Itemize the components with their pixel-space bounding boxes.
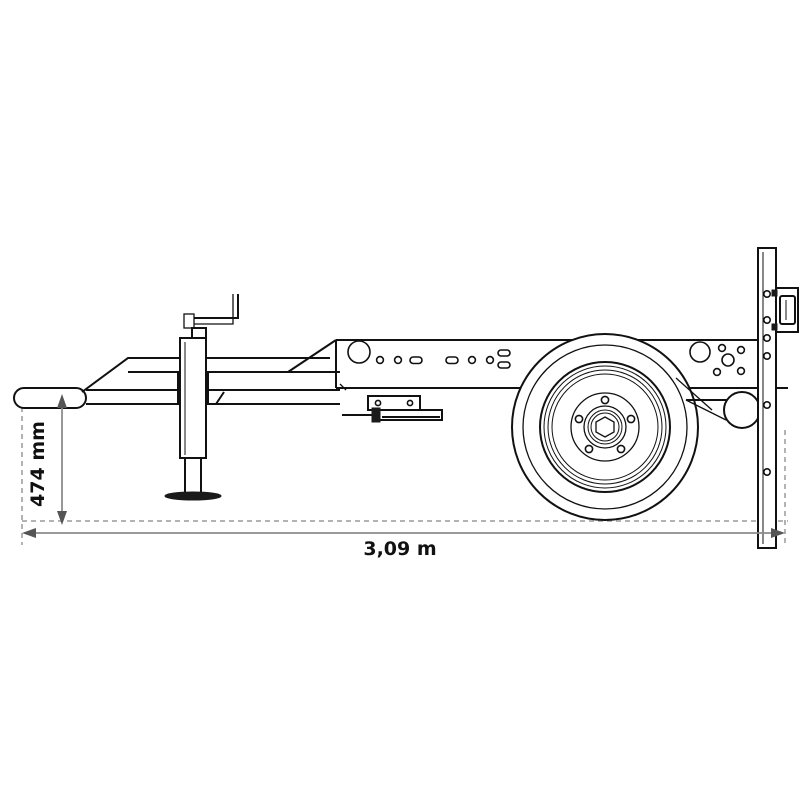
dim-length-arrow-right [771,528,785,538]
mast-hole [762,289,771,298]
rear-hole [736,366,746,376]
dim-height-label: 474 mm [27,421,49,507]
brake-rod-clevis [371,407,381,423]
mast-hole [762,315,771,324]
dim-length-arrow-left [22,528,36,538]
jack-outer-tube [179,337,207,459]
rear-hole [717,343,727,353]
chassis-riser-diagonal [287,339,337,373]
rear-large-hole [689,341,711,363]
rim-ring-4 [551,373,659,481]
mast-hole [762,400,771,409]
rim-outer-ring [539,361,671,493]
mast-hole [762,467,771,476]
lamp-fixing-top [771,289,778,297]
hub-bolt-hole [574,414,584,424]
mast-hole [762,351,771,360]
jack-crank-hub [183,313,195,329]
chassis-slot [497,349,511,357]
hub-cap-ring [587,409,623,445]
chassis-slot [497,361,511,369]
chassis-slot [409,356,423,365]
hub-bolt-hole [584,444,594,454]
rear-hole [712,367,722,377]
brake-mount-bolt [406,399,414,407]
hub-cap-outer [583,405,627,449]
drawbar-taper [215,391,225,405]
dimension-length: 3,09 m [22,528,785,560]
rim-ring-3 [547,369,663,485]
hub-cap-inner [590,412,620,442]
brake-cylinder [375,409,443,421]
dimension-height: 474 mm [27,394,67,525]
rear-lamp [771,287,799,333]
brake-rod-assembly [342,395,443,423]
jack-foot-plate [164,491,222,501]
hub-hex-nut [595,416,615,438]
rear-hole-mid [721,353,735,367]
rear-roller [723,391,761,429]
chassis-hole [375,355,385,365]
hub-flange [570,392,640,462]
jack-assembly [164,294,239,501]
dimension-extension-lines [21,398,788,545]
chassis-hole [467,355,477,365]
jack-inner-tube [184,457,202,497]
hub-bolt-hole [626,414,636,424]
drawbar-upper-member [81,357,330,393]
dim-height-arrow-bottom [57,511,67,525]
rear-mast [757,247,777,549]
coupling-head-body [13,387,87,409]
jack-crank-handle [188,294,239,319]
chassis-corner-chamfer [339,383,347,391]
rear-frame [675,341,761,429]
hub-bolt-hole [600,395,610,405]
dim-height-arrow-top [57,394,67,408]
rear-diagonal-brace [685,399,727,421]
jack-crank-handle-inner [188,294,234,325]
tire-sidewall [522,344,688,510]
chassis-slot [445,356,459,365]
wheel-assembly [511,333,699,521]
dim-length-label: 3,09 m [363,538,436,560]
chassis-large-hole-front [347,340,371,364]
rim-ring-2 [543,365,667,489]
rear-hole [736,345,746,355]
hub-bolt-hole [616,444,626,454]
brake-mount-bolt [374,399,382,407]
lamp-housing [779,295,796,325]
drawbar [81,357,340,405]
chassis-hole [485,355,495,365]
mast-hole [762,333,771,342]
chassis-hole [393,355,403,365]
lamp-fixing-bottom [771,323,778,331]
rear-brace-2 [675,377,713,411]
